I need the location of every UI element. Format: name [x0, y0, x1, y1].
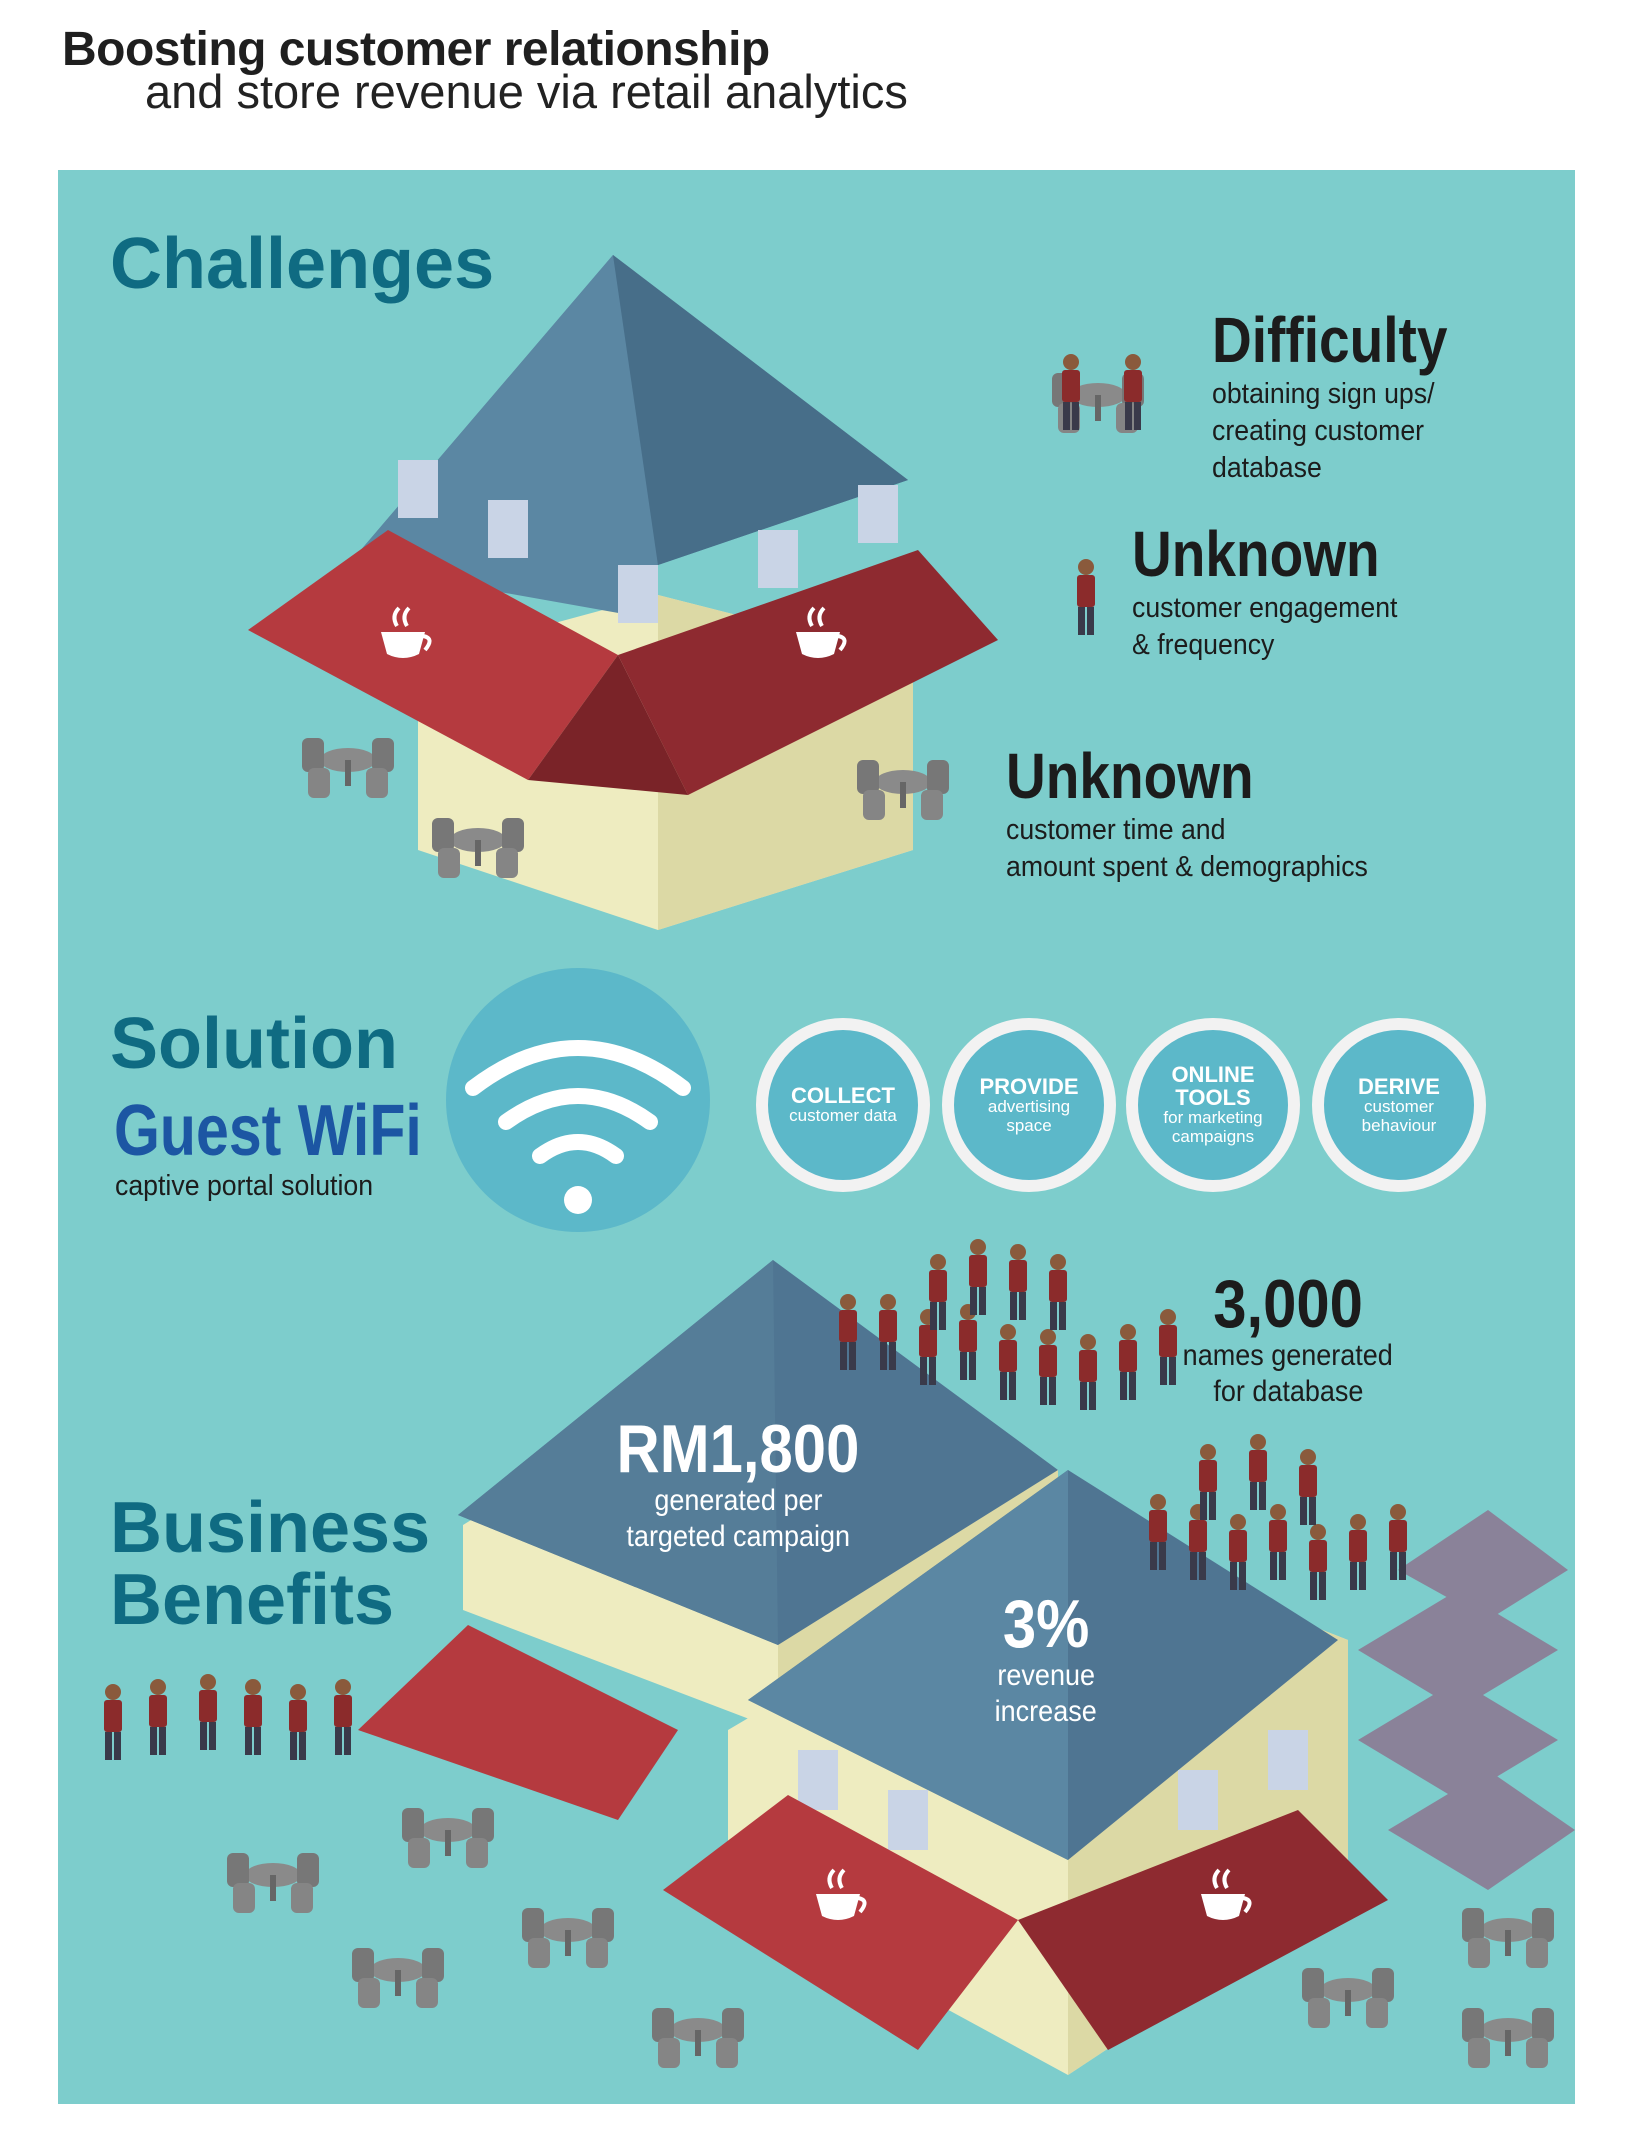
stat-rm-per-campaign: RM1,800 generated per targeted campaign [598, 1415, 878, 1555]
feature-title: PROVIDE [979, 1073, 1079, 1099]
stat-revenue-increase: 3% revenue increase [946, 1590, 1146, 1730]
table-chair-icon [302, 738, 394, 798]
challenges-heading: Challenges [110, 224, 495, 304]
challenge-title: Difficulty [1212, 304, 1448, 376]
feature-sub: for marketing campaigns [1163, 1108, 1263, 1147]
cafe-building-top [248, 255, 998, 930]
challenge-time-spent: Unknown customer time and amount spent &… [1006, 744, 1399, 886]
challenge-line: obtaining sign ups/ [1212, 378, 1435, 410]
challenge-title: Unknown [1006, 740, 1254, 812]
stat-value: 3,000 [1213, 1266, 1363, 1342]
feature-sub: advertising space [987, 1096, 1071, 1135]
feature-provide: PROVIDE advertising space [942, 1018, 1116, 1192]
stat-label: names generated [1182, 1339, 1394, 1372]
benefits-heading: Business Benefits [110, 1492, 430, 1636]
challenge-difficulty: Difficulty obtaining sign ups/ creating … [1212, 308, 1486, 487]
feature-derive: DERIVE customer behaviour [1312, 1018, 1486, 1192]
challenge-engagement: Unknown customer engagement & frequency [1132, 522, 1421, 664]
feature-collect: COLLECT customer data [756, 1018, 930, 1192]
feature-title: DERIVE [1358, 1073, 1440, 1099]
feature-title: ONLINE TOOLS [1171, 1062, 1255, 1111]
feature-title: COLLECT [791, 1083, 895, 1109]
challenge-line: creating customer [1212, 415, 1425, 448]
infographic-panel: Challenges Difficulty obtaining sign ups… [58, 170, 1575, 2104]
feature-online-tools: ONLINE TOOLS for marketing campaigns [1126, 1018, 1300, 1192]
benefits-heading-line2: Benefits [110, 1560, 395, 1640]
feature-sub: customer data [789, 1106, 897, 1126]
stat-value: 3% [1002, 1586, 1090, 1662]
stat-label: generated per [653, 1484, 823, 1517]
stat-label: targeted campaign [626, 1520, 850, 1553]
wifi-icon [446, 968, 710, 1232]
stat-label: for database [1212, 1375, 1364, 1408]
guest-wifi-subtitle: captive portal solution [115, 1170, 374, 1202]
challenge-title: Unknown [1132, 518, 1380, 590]
feature-sub: customer behaviour [1361, 1096, 1437, 1135]
challenge-line: database [1212, 452, 1322, 485]
challenge-line: customer engagement [1132, 592, 1398, 624]
solution-heading: Solution [110, 1004, 398, 1084]
stat-value: RM1,800 [616, 1411, 860, 1487]
umbrella-icon [1358, 1510, 1575, 1890]
illustration-layer [104, 255, 1575, 2075]
person-icon [1077, 559, 1095, 635]
challenge-line: customer time and [1006, 814, 1226, 846]
stat-names: 3,000 names generated for database [1158, 1270, 1418, 1410]
page-subtitle: and store revenue via retail analytics [145, 65, 908, 118]
stat-label: increase [994, 1695, 1098, 1728]
stat-label: revenue [997, 1659, 1095, 1692]
guest-wifi-title: Guest WiFi [114, 1091, 422, 1171]
challenge-line: amount spent & demographics [1006, 851, 1368, 884]
benefits-heading-line1: Business [110, 1488, 431, 1568]
page-title: Boosting customer relationship [62, 23, 770, 76]
challenge-line: & frequency [1132, 629, 1275, 662]
